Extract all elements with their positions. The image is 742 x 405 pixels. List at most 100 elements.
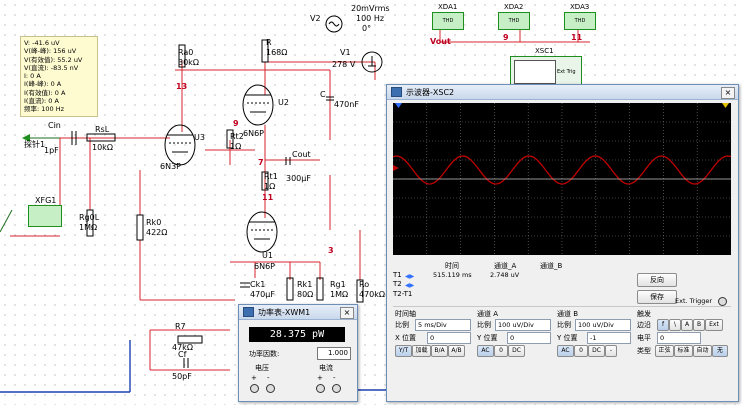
controls-divider [393,306,731,307]
c-name: C [320,90,326,99]
x-position-field[interactable]: 0 [427,332,471,344]
rsl-name: RsL [95,125,110,134]
channel-a-ac-button[interactable]: AC [477,345,494,357]
mode-ba-button[interactable]: B/A [431,345,448,357]
trigger-type-auto-button[interactable]: 自动 [693,345,712,357]
timebase-header: 时间轴 [395,310,416,318]
probe-line-frequency: 频率: 100 Hz [24,105,65,114]
wattmeter-app-icon [243,307,254,317]
cursor-t2-marker[interactable] [722,103,729,108]
wattmeter-close-button[interactable]: × [340,307,354,319]
trigger-type-sine-button[interactable]: 正弦 [655,345,674,357]
oscilloscope-window[interactable]: 示波器-XSC2 × T1 T2 T2-T1 ◀▶ ◀▶ 时间 通道_A 通道_… [386,84,739,402]
scope-screen[interactable] [393,103,731,255]
u1-model: 6N6P [254,262,275,271]
wattmeter-title: 功率表-XWM1 [258,307,311,317]
timebase-scale-label: 比例 [395,321,409,329]
channel-a-trace [393,155,731,185]
channel-b-ac-button[interactable]: AC [557,345,574,357]
wattmeter-window[interactable]: 功率表-XWM1 × 28.375 pW 功率因数: 1.000 电压 电流 +… [238,304,358,402]
trigger-type-none-button[interactable]: 无 [712,345,728,357]
trigger-falling-edge-button[interactable]: \ [669,319,681,331]
channel-b-header: 通道 B [557,310,579,318]
channel-b-invert-button[interactable]: - [605,345,617,357]
trigger-level-label: 电平 [637,334,651,342]
channel-a-header: 通道 A [477,310,499,318]
channel-b-dc-button[interactable]: DC [588,345,605,357]
channel-b-zero-button[interactable]: 0 [574,345,588,357]
rg0l-value: 1MΩ [79,223,98,232]
current-minus-label: - [333,374,336,382]
scope-app-icon [391,87,402,97]
ra0-value: 30kΩ [178,58,199,67]
col-time-header: 时间 [445,262,459,270]
xsc1-screen [514,60,556,84]
channel-a-ypos-field[interactable]: 0 [507,332,551,344]
ra0-name: Ra0 [178,48,194,57]
cursor-t1-marker[interactable] [395,103,402,108]
rsl-value: 10kΩ [92,143,113,152]
mode-yt-button[interactable]: Y/T [395,345,412,357]
rk1-value: 80Ω [297,290,314,299]
cin-value: 1pF [44,146,59,155]
trigger-rising-edge-button[interactable]: f [657,319,669,331]
xda1-instrument[interactable]: THD [432,12,464,30]
cf-value: 50pF [172,372,192,381]
u3-name: U3 [194,133,205,142]
channel-b-ypos-label: Y 位置 [557,334,578,342]
trigger-level-field[interactable]: 0 [657,332,701,344]
vout-net-label: Vout [430,37,451,46]
net-3: 3 [328,246,334,255]
cursor-readout-panel: T1 T2 T2-T1 ◀▶ ◀▶ 时间 通道_A 通道_B 515.119 m… [393,261,731,299]
trigger-source-b-button[interactable]: B [693,319,705,331]
scope-close-button[interactable]: × [721,87,735,99]
current-minus-terminal[interactable] [332,384,341,393]
rk1-name: Rk1 [297,280,313,289]
trigger-source-ext-button[interactable]: Ext [705,319,723,331]
channel-b-scale-field[interactable]: 100 uV/Div [575,319,631,331]
trigger-type-normal-button[interactable]: 标准 [674,345,693,357]
xda1-thd-label: THD [442,18,454,24]
cursor-t2-label: T2 [393,280,402,288]
xfg1-instrument[interactable] [28,205,62,227]
mode-ab-button[interactable]: A/B [448,345,465,357]
current-terminals-label: 电流 [319,364,333,372]
net-13: 13 [176,82,188,91]
channel-a-scale-label: 比例 [477,321,491,329]
voltage-minus-terminal[interactable] [266,384,275,393]
power-factor-value: 1.000 [317,347,351,360]
mode-add-button[interactable]: 加载 [412,345,431,357]
channel-a-zero-button[interactable]: 0 [494,345,508,357]
current-plus-terminal[interactable] [316,384,325,393]
xda2-instrument[interactable]: THD [498,12,530,30]
cursor-t1-nudge[interactable]: ◀▶ [405,273,415,280]
probe-line-vrms: V(有效值): 55.2 uV [24,55,83,64]
rg1-value: 1MΩ [330,290,349,299]
channel-a-dc-button[interactable]: DC [508,345,525,357]
voltage-minus-label: - [267,374,270,382]
ck1-value: 470µF [250,290,275,299]
v1-value: 278 V [332,60,356,69]
cin-name: Cin [48,121,61,130]
cursor-t2-nudge[interactable]: ◀▶ [405,282,415,289]
channel-b-ypos-field[interactable]: -1 [587,332,631,344]
xda2-label: XDA2 [504,3,524,11]
voltage-terminals-label: 电压 [255,364,269,372]
scope-titlebar[interactable]: 示波器-XSC2 × [387,85,738,100]
channel-a-scale-field[interactable]: 100 uV/Div [495,319,551,331]
rg0l-name: Rg0L [79,213,100,222]
trigger-source-a-button[interactable]: A [681,319,693,331]
save-button[interactable]: 保存 [637,290,677,304]
xda3-instrument[interactable]: THD [564,12,596,30]
rt1-value: 1Ω [264,182,276,191]
ext-trigger-terminal[interactable] [718,297,727,306]
timebase-scale-field[interactable]: 5 ms/Div [415,319,471,331]
wattmeter-titlebar[interactable]: 功率表-XWM1 × [239,305,357,320]
r-name: R [266,38,272,47]
rt2-value: 1Ω [230,142,242,151]
voltage-plus-terminal[interactable] [250,384,259,393]
net-11-mid: 11 [262,193,274,202]
current-plus-label: + [317,374,323,382]
reverse-button[interactable]: 反向 [637,273,677,287]
